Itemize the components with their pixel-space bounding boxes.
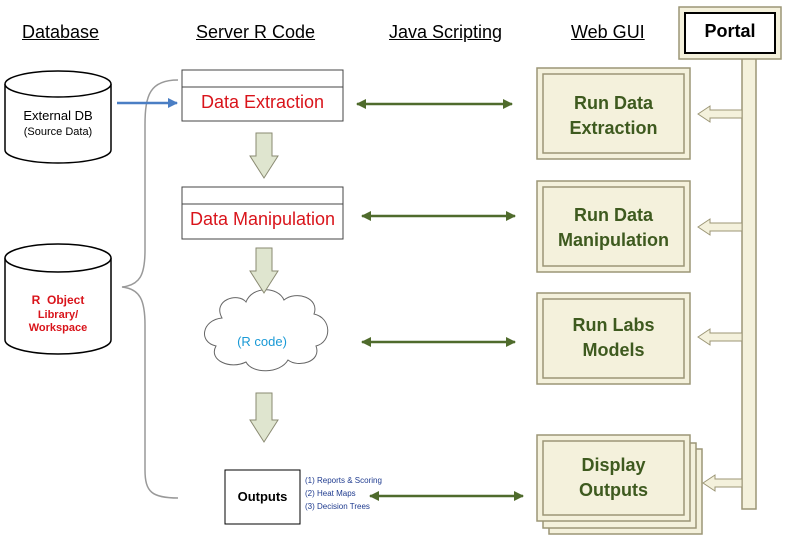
r-object-title: R Object <box>31 293 85 307</box>
run-data-extraction-label: Run Data Extraction <box>543 91 684 141</box>
data-manipulation-box <box>181 186 344 240</box>
data-extraction-box <box>181 69 344 122</box>
header-database: Database <box>22 22 100 42</box>
run-labs-models-line1: Run Labs <box>572 315 655 335</box>
run-data-manipulation-line2: Manipulation <box>558 230 669 250</box>
outputs-box <box>224 469 301 525</box>
header-server-r-code: Server R Code <box>196 22 316 42</box>
down-arrow-2 <box>249 247 279 294</box>
run-labs-models-line2: Models <box>582 340 645 360</box>
r-object-line2: Library/ <box>37 309 79 321</box>
run-data-extraction-line2: Extraction <box>569 118 658 138</box>
run-labs-models-panel <box>536 292 691 385</box>
run-data-extraction-line1: Run Data <box>573 93 653 113</box>
r-object-cylinder <box>4 243 112 355</box>
down-arrow-3 <box>249 392 279 443</box>
down-arrow-1 <box>249 132 279 179</box>
external-db-cylinder <box>4 70 112 164</box>
header-web-gui: Web GUI <box>571 22 645 42</box>
portal-rail <box>741 55 757 510</box>
portal-arrow-3 <box>697 328 743 346</box>
r-code-cloud <box>204 289 329 372</box>
display-outputs-line2: Outputs <box>579 480 648 500</box>
r-object-label: R Object Library/ Workspace <box>5 293 111 334</box>
output-item-2: (2) Heat Maps <box>305 489 356 498</box>
portal-arrow-4 <box>702 474 743 492</box>
run-data-extraction-panel <box>536 67 691 160</box>
output-item-1: (1) Reports & Scoring <box>305 476 382 485</box>
external-db-subtitle: (Source Data) <box>23 126 93 138</box>
r-object-line3: Workspace <box>28 322 88 334</box>
header-portal: Portal <box>704 21 756 41</box>
data-manipulation-label: Data Manipulation <box>189 209 336 229</box>
outputs-label: Outputs <box>237 489 288 504</box>
portal-box-inner <box>684 12 776 54</box>
portal-arrow-2 <box>697 218 743 236</box>
run-data-manipulation-label: Run Data Manipulation <box>543 203 684 253</box>
header-java-scripting: Java Scripting <box>389 22 503 42</box>
display-outputs-panel <box>536 434 703 535</box>
external-db-title: External DB <box>23 108 93 123</box>
portal-arrow-1 <box>697 105 743 123</box>
data-extraction-label: Data Extraction <box>200 92 325 112</box>
run-labs-models-label: Run Labs Models <box>543 313 684 363</box>
display-outputs-line1: Display <box>581 455 646 475</box>
output-item-3: (3) Decision Trees <box>305 502 370 511</box>
curly-brace <box>121 79 179 499</box>
run-data-manipulation-line1: Run Data <box>573 205 653 225</box>
display-outputs-label: Display Outputs <box>543 453 684 503</box>
external-db-label: External DB (Source Data) <box>5 108 111 138</box>
run-data-manipulation-panel <box>536 180 691 273</box>
r-code-label: (R code) <box>237 334 287 349</box>
